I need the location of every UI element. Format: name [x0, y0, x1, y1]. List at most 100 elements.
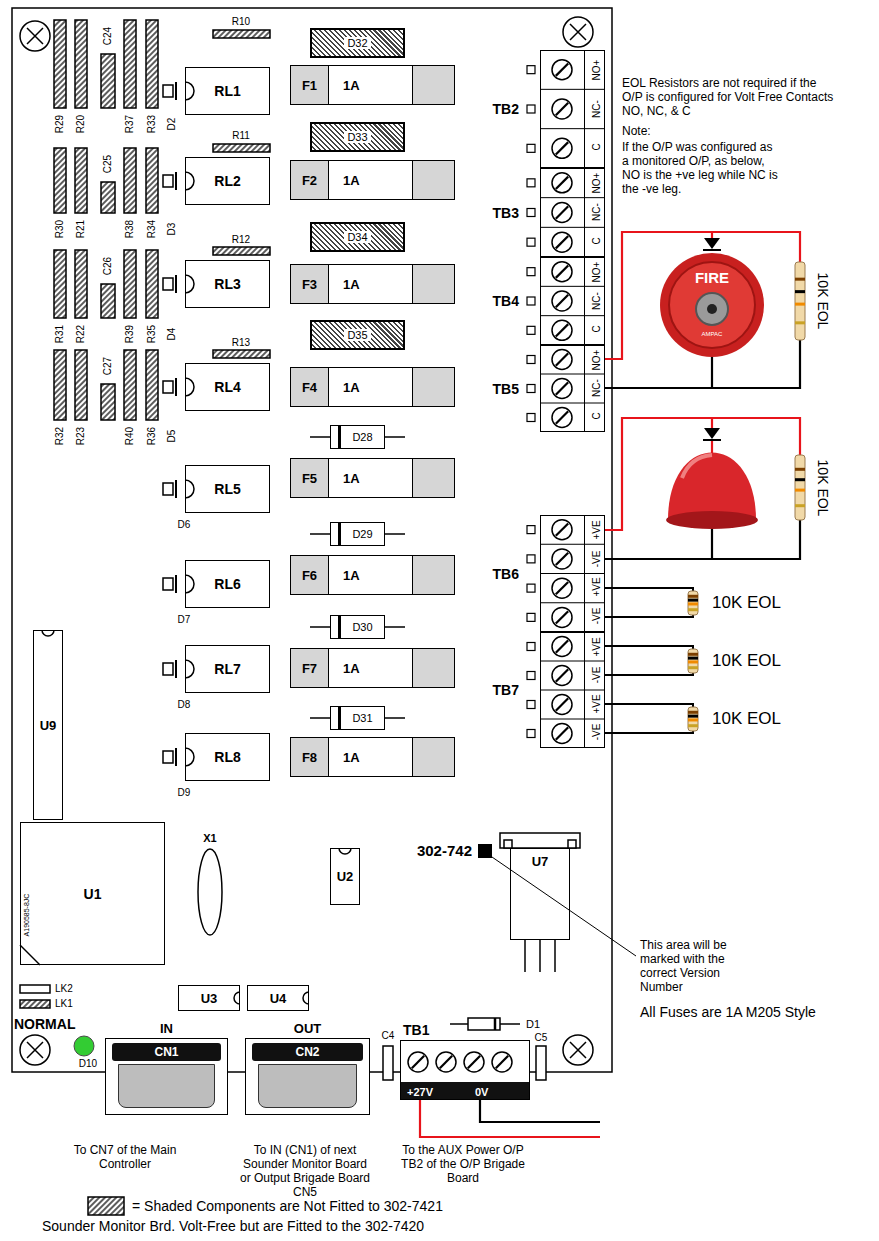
- terminal-label: NO+: [590, 173, 601, 194]
- fuse-rating: 1A: [343, 568, 360, 583]
- fuse-cap: F2: [291, 161, 329, 199]
- text-holder: C26: [102, 257, 114, 275]
- diode: D28: [330, 425, 385, 449]
- part-label: D8: [178, 699, 191, 710]
- connector-body: [118, 1064, 215, 1108]
- mounting-hole: [20, 1035, 50, 1065]
- fuse-rating: 1A: [343, 750, 360, 765]
- part-label: R35: [146, 325, 157, 343]
- part-label: C26: [102, 257, 113, 275]
- shaded-diode: D35: [310, 320, 405, 350]
- ic-chip: U3: [178, 985, 240, 1011]
- chip-label: U1: [84, 886, 102, 902]
- relay-label: RL6: [214, 576, 240, 592]
- terminal-screw: [464, 1052, 484, 1072]
- fuse-rating: 1A: [343, 661, 360, 676]
- resistor-band: [795, 303, 805, 306]
- part-label: LK1: [55, 998, 73, 1009]
- terminal-strip: +VE-VE+VE-VE: [584, 633, 604, 747]
- terminal-strip: NO+NC-C: [584, 258, 604, 344]
- diode-symbol: [163, 751, 173, 763]
- ic-chip: U1: [20, 822, 165, 965]
- terminal-label: NC-: [590, 100, 601, 118]
- bell-wiring: [605, 232, 800, 388]
- fuse: F31A: [290, 264, 455, 304]
- ic-outline: [20, 945, 40, 965]
- part-label: C24: [102, 27, 113, 45]
- part-label: R34: [146, 220, 157, 238]
- terminal-label: +27V: [407, 1085, 433, 1097]
- resistor-band: [795, 478, 805, 481]
- diode-symbol: [175, 275, 177, 293]
- diode-symbol: [175, 378, 177, 396]
- connector-heading: OUT: [294, 1021, 321, 1036]
- terminal-block-label: TB3: [493, 205, 519, 221]
- terminal-screw: [552, 173, 572, 193]
- version-marker: [478, 844, 492, 858]
- terminal-screw: [552, 291, 572, 311]
- terminal-screw: [556, 382, 568, 394]
- diode-symbol: [704, 238, 720, 249]
- resistor-symbol: [124, 350, 136, 420]
- terminal-block: +VE-VE+VE-VETB6: [540, 515, 605, 632]
- text-holder: 302-742: [417, 842, 472, 860]
- wiring-note: To the AUX Power O/P TB2 of the O/P Brig…: [401, 1143, 525, 1185]
- fire-bell: [696, 293, 728, 325]
- fuse-label: F8: [302, 750, 317, 765]
- note-text: EOL Resistors are not required if the O/…: [622, 76, 833, 118]
- terminal-tab: [527, 179, 535, 187]
- resistor-band: [688, 666, 698, 669]
- text-holder: R29: [54, 115, 66, 133]
- fuse-cap: F7: [291, 649, 329, 687]
- relay-box: RL8: [185, 733, 270, 781]
- text-holder: C5: [535, 1032, 548, 1044]
- ic-outline: [20, 630, 351, 1004]
- eol-wiring: [605, 673, 693, 675]
- terminal-divider: [540, 719, 605, 720]
- text-holder: D3: [166, 223, 178, 236]
- terminal-screw: [556, 177, 568, 189]
- eol-wiring: [605, 704, 693, 707]
- terminal-screw: [556, 669, 568, 681]
- leader-line: [492, 857, 636, 956]
- text-holder: R21: [75, 220, 87, 238]
- terminal-strip: NO+NC-C: [584, 51, 604, 167]
- text-holder: R20: [75, 115, 87, 133]
- text-holder: -VE: [588, 607, 601, 624]
- text-holder: C: [588, 237, 601, 244]
- text-holder: -VE: [588, 724, 601, 741]
- text-holder: +VE: [588, 694, 601, 713]
- terminal-tab: [527, 643, 535, 651]
- diode-label: D29: [352, 528, 372, 540]
- terminal-strip: +27V0V: [401, 1082, 529, 1099]
- fuse-body: 1A: [329, 66, 412, 104]
- terminal-divider: [540, 197, 605, 198]
- terminal-tab: [527, 672, 535, 680]
- part-label: R22: [75, 325, 86, 343]
- terminal-screw: [556, 611, 568, 623]
- legend-text: = Shaded Components are Not Fitted to 30…: [42, 1198, 443, 1234]
- resistor-band: [688, 715, 698, 718]
- resistor-label: 10K EOL: [815, 460, 831, 517]
- terminal-screw: [408, 1052, 428, 1072]
- terminal-block-label: TB6: [493, 566, 519, 582]
- text-holder: NC-: [588, 100, 601, 118]
- resistor-band: [795, 290, 805, 293]
- part-label: R32: [54, 427, 65, 445]
- connector: INCN1: [105, 1038, 228, 1115]
- resistor-symbol: [688, 591, 698, 615]
- part-label: R33: [146, 115, 157, 133]
- text-holder: R11: [232, 130, 250, 142]
- terminal-screw: [556, 265, 568, 277]
- fuse-cap: [412, 459, 454, 497]
- resistor-symbol: [124, 250, 136, 318]
- terminal-screw: [556, 142, 568, 154]
- regulator-outline: [504, 840, 512, 848]
- fuse-cap: F5: [291, 459, 329, 497]
- ic-chip: U9: [33, 630, 63, 820]
- diode-band: [338, 616, 341, 638]
- text-holder: To the AUX Power O/P TB2 of the O/P Brig…: [398, 1143, 528, 1185]
- fuse: F7 1A: [290, 648, 455, 688]
- fuse-cap: [412, 649, 454, 687]
- fuse-body: 1A: [329, 556, 412, 594]
